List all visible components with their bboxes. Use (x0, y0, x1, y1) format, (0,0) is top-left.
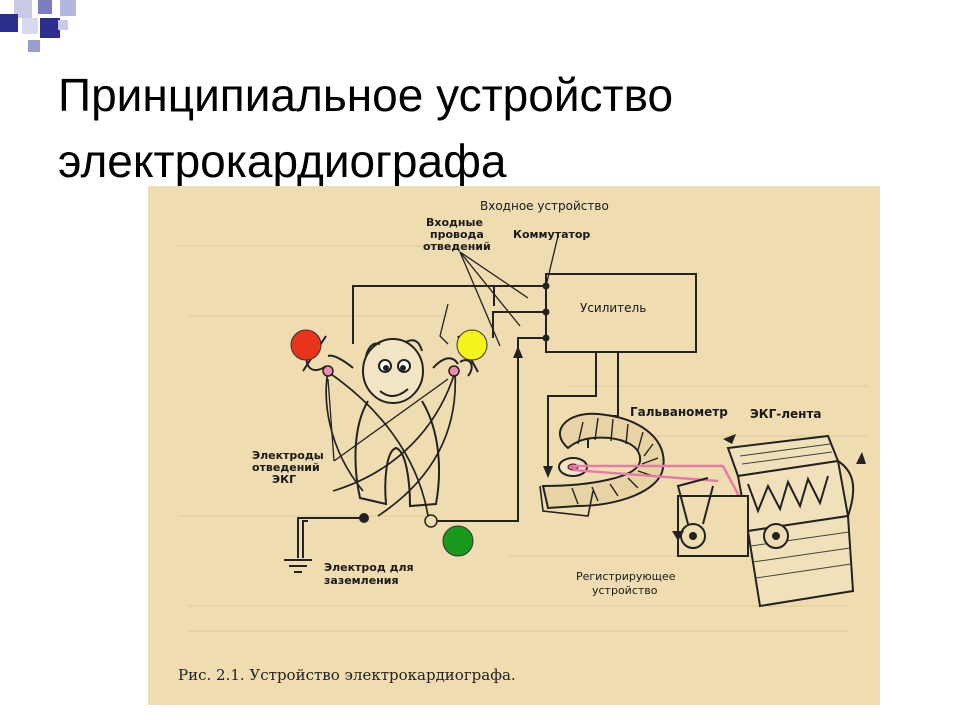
label-ground: заземления (324, 574, 399, 587)
label-ground: Электрод для (324, 561, 414, 574)
label-amplifier: Усилитель (580, 301, 646, 315)
electrode-red-marker (290, 329, 322, 361)
label-commutator: Коммутатор (513, 228, 590, 241)
label-galvanometer: Гальванометр (630, 405, 728, 419)
recording-device (676, 434, 855, 608)
electrode-cables (325, 371, 457, 517)
label-input-wires: Входные (426, 216, 483, 229)
light-beam (572, 464, 742, 499)
slide-title: Принципиальное устройство электрокардиог… (58, 69, 674, 187)
label-input-wires: отведений (423, 240, 491, 253)
label-electrodes: Электроды (252, 449, 324, 462)
galvanometer (539, 412, 665, 517)
label-recorder: Регистрирующее (576, 570, 676, 583)
label-electrodes: ЭКГ (272, 473, 296, 486)
lead-wires (302, 285, 546, 558)
electrode-yellow-marker (456, 329, 488, 361)
label-input-device: Входное устройство (480, 199, 609, 213)
figure-caption: Рис. 2.1. Устройство электрокардиографа. (178, 666, 516, 684)
label-ecg-tape: ЭКГ-лента (750, 407, 822, 421)
patient-figure (302, 335, 479, 508)
ground-symbol (284, 517, 364, 573)
label-recorder: устройство (592, 584, 658, 597)
ecg-diagram: Входное устройство Входные провода отвед… (178, 199, 868, 684)
electrode-green-marker (442, 525, 474, 557)
label-electrodes: отведений (252, 461, 320, 474)
label-input-wires: провода (430, 228, 484, 241)
ecg-device-figure: Входное устройство Входные провода отвед… (148, 186, 880, 705)
